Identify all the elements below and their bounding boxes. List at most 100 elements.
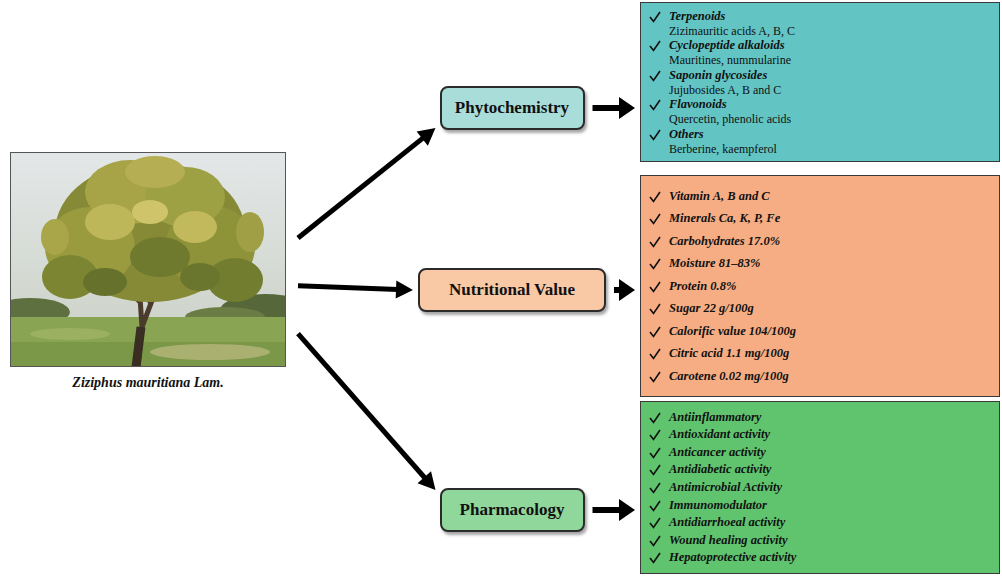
list-item: Saponin glycosidesJujubosides A, B and C — [649, 68, 991, 97]
arrow-connector — [298, 128, 436, 238]
arrow-head — [619, 279, 635, 301]
compound-list: Quercetin, phenolic acids — [669, 112, 791, 126]
item-text-column: Antidiarrhoeal activity — [669, 515, 785, 530]
list-item: Wound healing activity — [649, 533, 991, 548]
list-item-text: Carotene 0.02 mg/100g — [669, 369, 789, 384]
list-item: Antioxidant activity — [649, 427, 991, 442]
check-stroke — [650, 214, 660, 224]
item-text-column: Anticancer activity — [669, 445, 766, 460]
arrow-shaft — [298, 334, 426, 479]
list-item-text: Moisture 81–83% — [669, 256, 760, 271]
check-mark — [649, 303, 661, 315]
species-caption: Ziziphus mauritiana Lam. — [10, 375, 286, 391]
check-stroke — [650, 327, 660, 337]
item-text-column: OthersBerberine, kaempferol — [669, 127, 777, 156]
check-stroke — [650, 304, 660, 314]
section-label: Nutritional Value — [449, 280, 575, 300]
check-stroke — [650, 41, 660, 51]
list-item: FlavonoidsQuercetin, phenolic acids — [649, 97, 991, 126]
item-text-column: Wound healing activity — [669, 533, 788, 548]
arrow-connector — [593, 97, 636, 119]
arrow-head — [396, 280, 413, 298]
category-heading: Cyclopeptide alkaloids — [669, 38, 791, 53]
arrow-connector — [298, 334, 436, 490]
check-stroke — [650, 71, 660, 81]
check-mark — [649, 482, 661, 494]
section-box: Nutritional Value — [418, 268, 606, 312]
check-mark — [649, 191, 661, 203]
check-mark — [649, 213, 661, 225]
item-list-box: Vitamin A, B and C Minerals Ca, K, P, Fe C… — [640, 175, 1000, 397]
check-mark — [649, 348, 661, 360]
list-item-text: Calorific value 104/100g — [669, 324, 796, 339]
check-mark — [649, 40, 661, 52]
list-item: Immunomodulator — [649, 498, 991, 513]
list-item: Moisture 81–83% — [649, 256, 991, 271]
check-mark — [649, 258, 661, 270]
list-item-text: Carbohydrates 17.0% — [669, 234, 780, 249]
check-mark — [649, 11, 661, 23]
list-item: Vitamin A, B and C — [649, 189, 991, 204]
arrow-shaft — [298, 286, 398, 290]
check-mark — [649, 464, 661, 476]
list-item-text: Immunomodulator — [669, 498, 767, 513]
tree-photo — [10, 152, 286, 367]
item-text-column: Minerals Ca, K, P, Fe — [669, 211, 780, 226]
check-stroke — [650, 483, 660, 493]
section-label: Pharmacology — [460, 500, 565, 520]
arrow-shaft — [593, 105, 622, 111]
list-item: Sugar 22 g/100g — [649, 301, 991, 316]
check-mark — [649, 129, 661, 141]
category-heading: Terpenoids — [669, 9, 795, 24]
list-item-text: Sugar 22 g/100g — [669, 301, 754, 316]
list-item-text: Anticancer activity — [669, 445, 766, 460]
item-text-column: Vitamin A, B and C — [669, 189, 770, 204]
list-item: Carotene 0.02 mg/100g — [649, 369, 991, 384]
list-item-text: Vitamin A, B and C — [669, 189, 770, 204]
arrow-head — [619, 97, 635, 119]
arrow-connector — [593, 499, 636, 521]
check-mark — [649, 236, 661, 248]
check-mark — [649, 535, 661, 547]
list-item-text: Antimicrobial Activity — [669, 480, 782, 495]
item-text-column: Antiinflammatory — [669, 410, 761, 425]
check-stroke — [650, 413, 660, 423]
list-item: Citric acid 1.1 mg/100g — [649, 346, 991, 361]
check-stroke — [650, 282, 660, 292]
check-stroke — [650, 465, 660, 475]
list-item-text: Citric acid 1.1 mg/100g — [669, 346, 789, 361]
item-text-column: Citric acid 1.1 mg/100g — [669, 346, 789, 361]
item-list-box: AntiinflammatoryAntioxidant activityAnti… — [640, 401, 1000, 574]
list-item: Hepatoprotective activity — [649, 550, 991, 565]
arrow-connector — [614, 279, 635, 301]
check-stroke — [650, 12, 660, 22]
check-mark — [649, 500, 661, 512]
section-label: Phytochemistry — [455, 98, 569, 118]
photo-spacer — [10, 152, 286, 367]
species-figure: Ziziphus mauritiana Lam. — [10, 152, 286, 391]
list-item: Antimicrobial Activity — [649, 480, 991, 495]
list-item-text: Wound healing activity — [669, 533, 788, 548]
list-item: Antidiarrhoeal activity — [649, 515, 991, 530]
check-stroke — [650, 259, 660, 269]
check-stroke — [650, 518, 660, 528]
item-text-column: Moisture 81–83% — [669, 256, 760, 271]
list-item: TerpenoidsZizimauritic acids A, B, C — [649, 9, 991, 38]
category-heading: Flavonoids — [669, 97, 791, 112]
check-mark — [649, 552, 661, 564]
check-stroke — [650, 192, 660, 202]
check-stroke — [650, 372, 660, 382]
item-text-column: Antidiabetic activity — [669, 462, 771, 477]
item-list-box: TerpenoidsZizimauritic acids A, B, CCycl… — [640, 2, 1000, 162]
list-item-text: Protein 0.8% — [669, 279, 736, 294]
check-mark — [649, 429, 661, 441]
arrow-shaft — [593, 507, 622, 513]
check-mark — [649, 517, 661, 529]
item-text-column: TerpenoidsZizimauritic acids A, B, C — [669, 9, 795, 38]
item-text-column: Carbohydrates 17.0% — [669, 234, 780, 249]
category-heading: Saponin glycosides — [669, 68, 781, 83]
arrow-shaft — [298, 137, 424, 238]
check-mark — [649, 371, 661, 383]
list-item: Protein 0.8% — [649, 279, 991, 294]
list-item-text: Minerals Ca, K, P, Fe — [669, 211, 780, 226]
